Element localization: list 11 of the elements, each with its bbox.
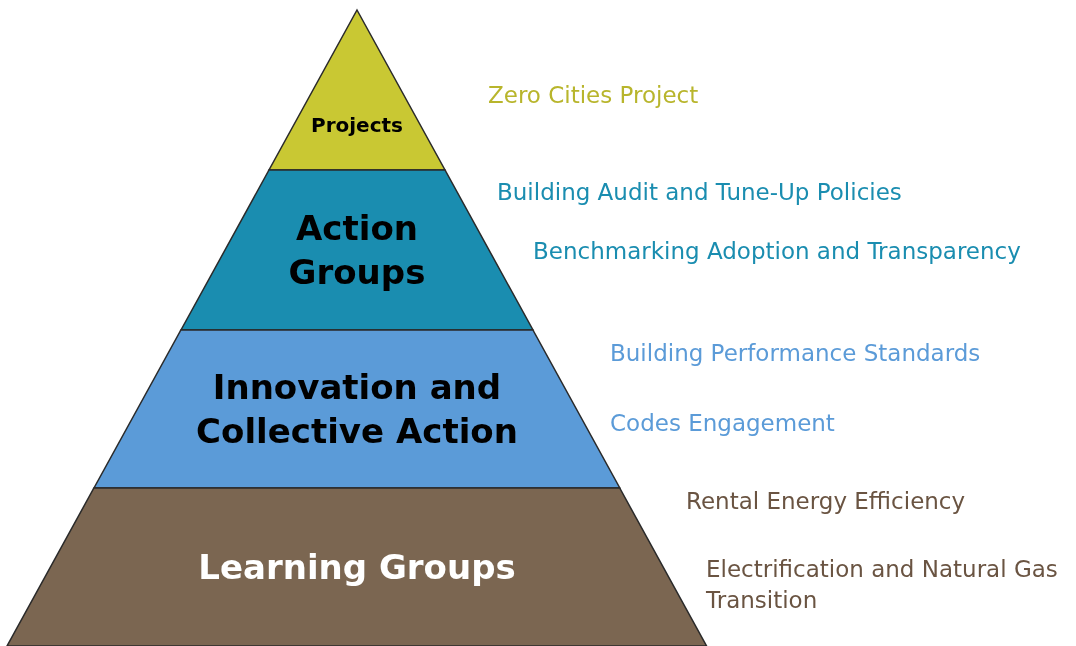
tier-item: Building Performance Standards bbox=[610, 339, 981, 368]
tier-item: Benchmarking Adoption and Transparency bbox=[533, 237, 1021, 266]
tier-label: Learning Groups bbox=[198, 545, 516, 589]
tier-item: Rental Energy Efficiency bbox=[686, 487, 966, 516]
tier-label: Projects bbox=[311, 112, 403, 138]
tier-label: Action Groups bbox=[287, 206, 427, 294]
tier-item: Codes Engagement bbox=[610, 409, 835, 438]
tier-item: Electrification and Natural Gas Transition bbox=[706, 555, 1059, 616]
tier-item: Building Audit and Tune-Up Policies bbox=[497, 178, 902, 207]
tier-label: Innovation and Collective Action bbox=[195, 365, 519, 453]
tier-item: Zero Cities Project bbox=[488, 81, 699, 110]
